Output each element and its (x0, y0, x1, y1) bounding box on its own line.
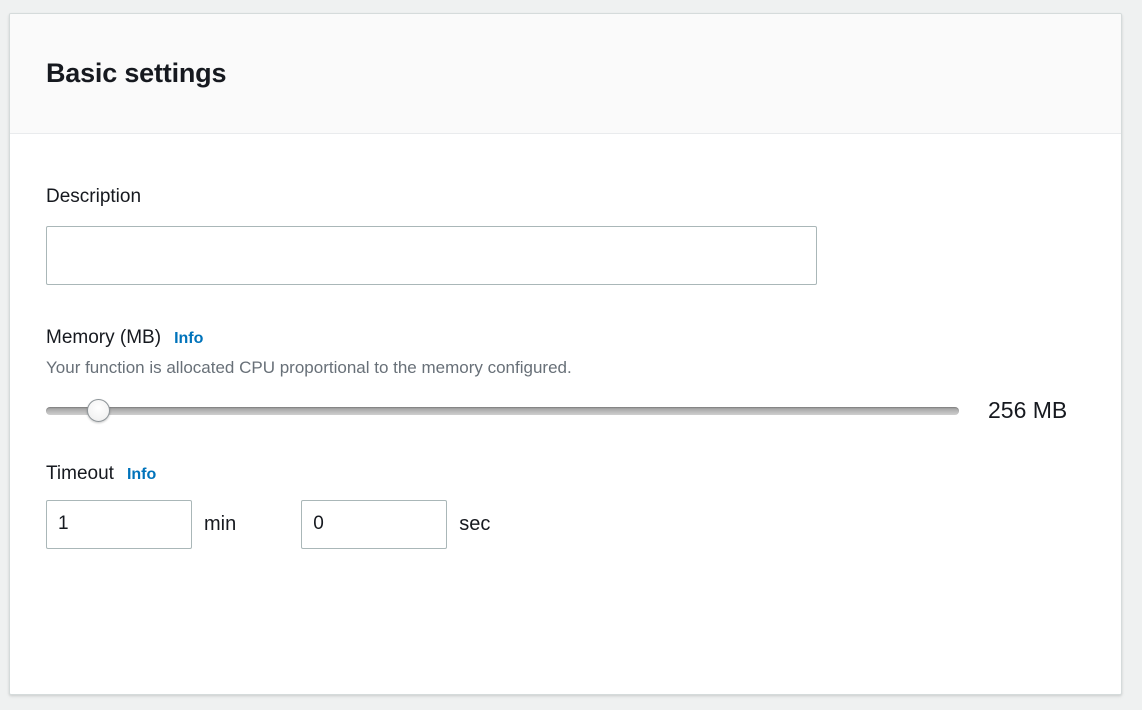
description-label: Description (46, 186, 1085, 209)
slider-thumb[interactable] (87, 398, 111, 422)
timeout-minutes-unit: min (204, 513, 237, 536)
description-field-group: Description (46, 186, 1085, 285)
description-input[interactable] (46, 225, 817, 285)
memory-help-text: Your function is allocated CPU proportio… (46, 357, 572, 377)
memory-label-text: Memory (MB) (46, 326, 162, 348)
card-body: Description Memory (MB) Info Your functi… (10, 134, 1121, 549)
memory-info-link[interactable]: Info (174, 329, 204, 347)
timeout-inputs-row: min sec (46, 499, 1085, 549)
page-title: Basic settings (46, 58, 227, 88)
memory-label: Memory (MB) Info (46, 327, 1085, 350)
memory-slider-row: 256 MB (46, 397, 1085, 424)
timeout-label-text: Timeout (46, 462, 114, 484)
description-label-text: Description (46, 186, 142, 207)
timeout-seconds-input[interactable] (301, 499, 448, 549)
card-header: Basic settings (10, 14, 1121, 134)
memory-field-group: Memory (MB) Info Your function is alloca… (46, 327, 1085, 423)
memory-value-label: 256 MB (988, 397, 1068, 424)
memory-slider[interactable] (46, 398, 959, 423)
timeout-seconds-unit: sec (459, 513, 491, 536)
timeout-field-group: Timeout Info min sec (46, 463, 1085, 549)
timeout-minutes-input[interactable] (46, 499, 192, 549)
timeout-info-link[interactable]: Info (126, 465, 157, 483)
slider-track[interactable] (46, 406, 959, 415)
basic-settings-card: Basic settings Description Memory (MB) I… (9, 13, 1122, 695)
timeout-label: Timeout Info (46, 463, 1085, 486)
